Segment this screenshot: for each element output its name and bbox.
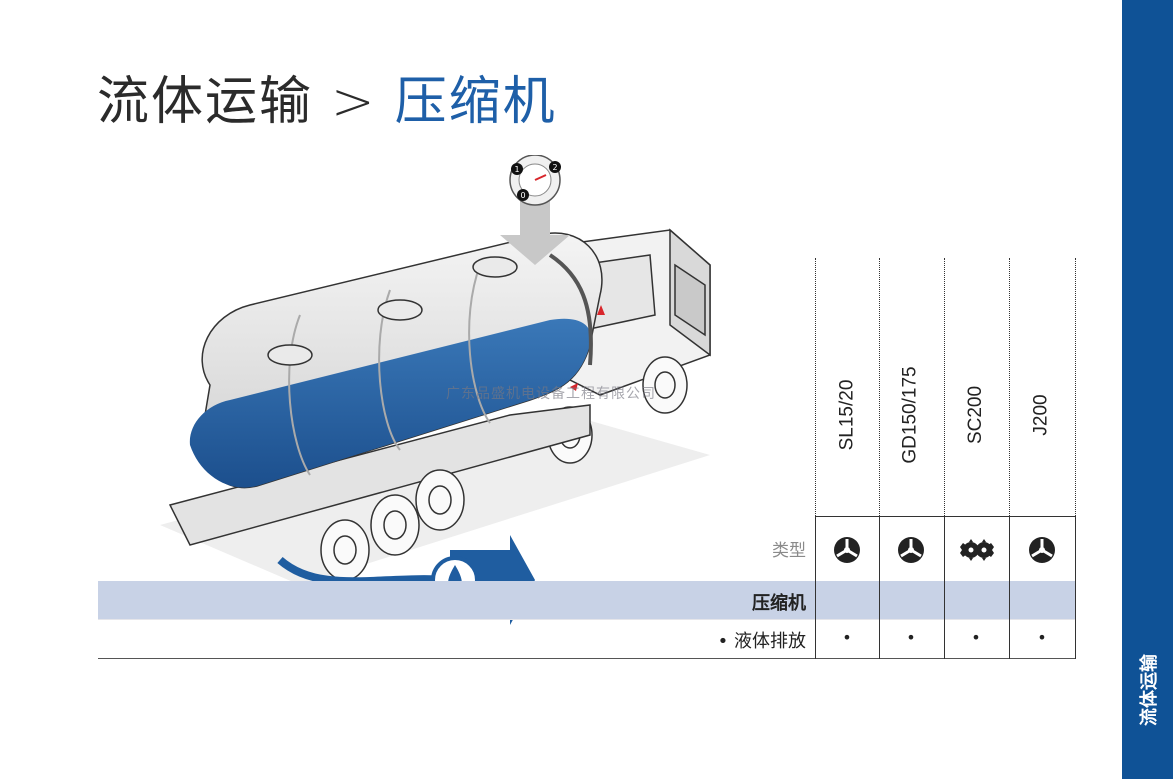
column-divider [1075,516,1076,659]
tanker-truck-illustration: 0 1 2 [160,155,711,625]
type-row-label: 类型 [772,541,806,561]
tank [189,232,603,489]
column-divider [944,516,945,659]
feature-mark: • [1037,628,1047,647]
section-sidebar [1122,0,1173,779]
feature-row-label: • 液体排放 [717,631,806,652]
vane-rotor-icon [1029,537,1055,563]
feature-mark: • [971,628,981,647]
page-title: 流体运输 > 压缩机 [97,66,557,138]
column-divider [815,258,816,516]
gauge-mark-1: 1 [514,165,519,174]
column-divider [1009,516,1010,659]
breadcrumb-parent: 流体运输 [97,72,314,132]
feature-mark: • [906,628,916,647]
gauge-mark-2: 2 [552,163,557,172]
column-divider [1009,258,1010,516]
model-header-sc200: SC200 [964,385,986,445]
row-divider [98,619,1076,620]
gauge-mark-0: 0 [520,191,525,200]
category-row-band [98,581,1076,619]
watermark: 广东品盛机电设备工程有限公司 [446,386,656,402]
column-divider [879,516,880,659]
column-divider [944,258,945,516]
pressure-gauge-icon: 0 1 2 [509,155,561,206]
feature-mark: • [842,628,852,647]
truck-cab [559,228,711,396]
screw-rotor-icon [960,539,994,561]
column-divider [1075,258,1076,516]
breadcrumb-current: 压缩机 [394,72,557,132]
vane-rotor-icon [834,537,860,563]
table-bottom-line [98,658,1076,659]
model-header-sl15-20: SL15/20 [836,379,858,451]
column-divider [879,258,880,516]
sidebar-label: 流体运输 [1139,654,1160,726]
category-row-label: 压缩机 [752,593,806,614]
vane-rotor-icon [898,537,924,563]
header-underline [815,516,1076,517]
column-divider [815,516,816,659]
breadcrumb-separator: > [331,72,377,132]
model-header-gd150-175: GD150/175 [900,366,921,464]
model-header-j200: J200 [1030,394,1052,436]
